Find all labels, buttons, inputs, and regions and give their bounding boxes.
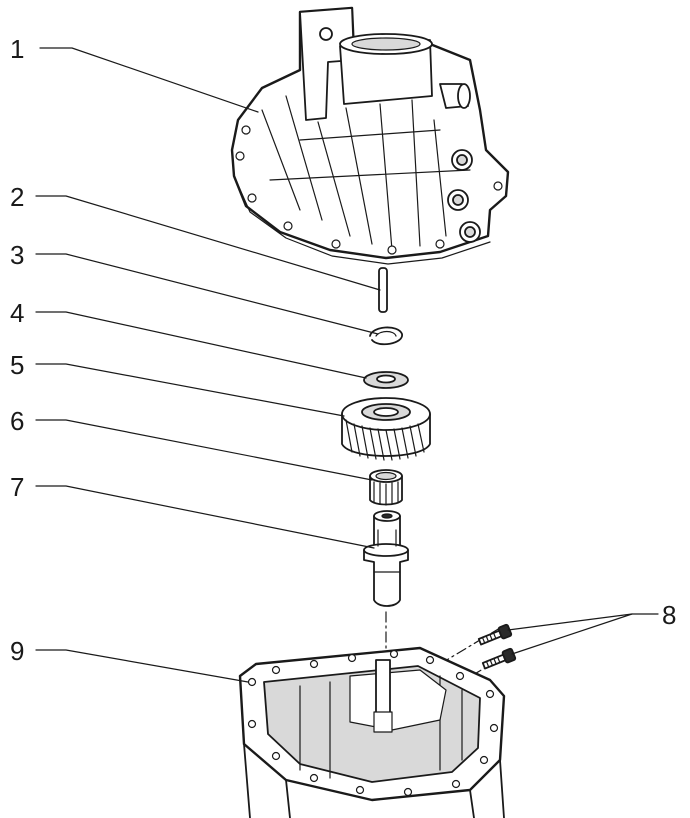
callout-8: 8	[662, 600, 676, 630]
part-shaft	[363, 510, 409, 607]
callout-9: 9	[10, 636, 24, 666]
part-needle-bearing	[369, 469, 403, 506]
callout-labels: 1 2 3 4 5 6 7 8 9	[10, 34, 676, 666]
callout-7: 7	[10, 472, 24, 502]
leader-lines	[35, 47, 659, 683]
part-bolts	[477, 623, 517, 670]
callout-6: 6	[10, 406, 24, 436]
callout-1: 1	[10, 34, 24, 64]
part-housing-cover	[230, 6, 510, 265]
part-gearbox-case	[238, 646, 506, 818]
part-helical-gear	[341, 397, 431, 461]
part-circlip	[369, 326, 403, 346]
callout-4: 4	[10, 298, 24, 328]
callout-5: 5	[10, 350, 24, 380]
part-thrust-washer	[363, 371, 409, 389]
callout-3: 3	[10, 240, 24, 270]
callout-2: 2	[10, 182, 24, 212]
